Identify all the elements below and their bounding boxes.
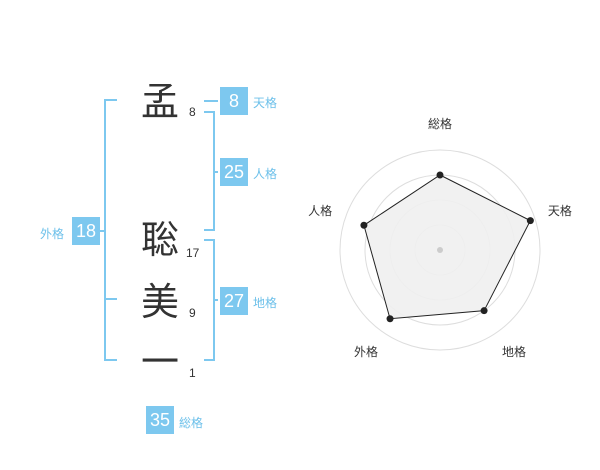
radar-axis-label-5: 人格 [308, 204, 333, 219]
radar-point-1 [436, 171, 444, 179]
tenkaku-badge: 8 [220, 87, 248, 115]
radar-center-dot [437, 247, 443, 253]
jinkaku-label: 人格 [253, 167, 278, 181]
stroke-count-1: 8 [189, 105, 196, 119]
chikaku-label: 地格 [253, 296, 278, 310]
name-char-2: 聡 [140, 218, 179, 262]
tenkaku-label: 天格 [253, 96, 278, 110]
gaikaku-label: 外格 [40, 227, 65, 241]
radar-axis-label-3: 地格 [502, 344, 527, 359]
stroke-count-3: 9 [189, 306, 196, 320]
jinkaku-badge: 25 [220, 158, 248, 186]
radar-value-polygon [363, 174, 532, 320]
radar-point-4 [386, 315, 394, 323]
radar-ring-4 [339, 149, 541, 351]
radar-point-2 [526, 217, 534, 225]
radar-axis-label-1: 総格 [428, 117, 453, 131]
soukaku-label: 総格 [179, 416, 204, 430]
name-char-1: 孟 [140, 80, 179, 124]
radar-axis-label-2: 天格 [547, 204, 572, 219]
chikaku-badge: 27 [220, 287, 248, 315]
soukaku-badge: 35 [146, 406, 174, 434]
radar-point-3 [480, 307, 488, 315]
stroke-count-2: 17 [186, 246, 200, 260]
name-char-3: 美 [140, 280, 179, 324]
gaikaku-badge: 18 [72, 217, 100, 245]
radar-axis-label-4: 外格 [353, 344, 378, 359]
name-char-4: 一 [140, 340, 179, 384]
radar-point-5 [360, 221, 368, 229]
stroke-count-4: 1 [189, 366, 196, 380]
